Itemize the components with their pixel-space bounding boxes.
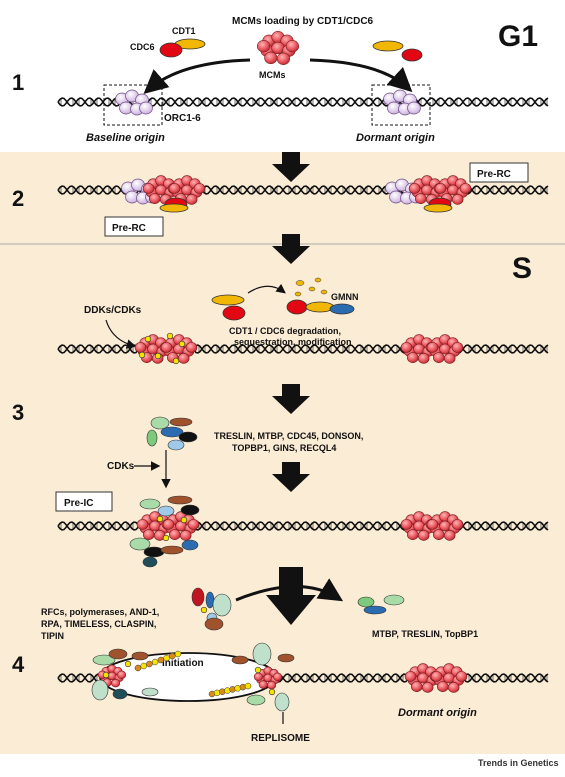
block-arrow-2	[272, 234, 310, 264]
firing-factors-cluster	[146, 416, 198, 451]
pre-ic-label: Pre-IC	[64, 498, 93, 509]
released-factors-label: MTBP, TRESLIN, TopBP1	[372, 629, 478, 639]
phase-s-label: S	[512, 252, 532, 285]
pre-rc-box-left	[104, 216, 164, 237]
step-4-number: 4	[12, 652, 25, 677]
dormant-origin-label-final: Dormant origin	[398, 707, 477, 719]
orc-label: ORC1-6	[164, 113, 201, 124]
cdc6-sequestered	[286, 299, 308, 315]
block-arrow-4	[272, 462, 310, 492]
initiation-label: Initiation	[162, 658, 204, 669]
degradation-arrow	[247, 283, 286, 294]
cdt1-protein-right	[372, 40, 404, 52]
degradation-text-1: CDT1 / CDC6 degradation,	[229, 326, 341, 336]
orc-complex-dormant	[383, 89, 421, 116]
cdks-label: CDKs	[107, 461, 135, 472]
mcm-double-hexamer-right	[408, 175, 472, 205]
cdt1-protein-s	[211, 294, 245, 306]
cdt1-on-prerc-left	[159, 203, 189, 213]
cdt1-sequestered	[305, 301, 335, 313]
ddks-arrow	[105, 319, 137, 349]
pre-rc-box-right	[469, 162, 529, 183]
firing-factors-text-1: TRESLIN, MTBP, CDC45, DONSON,	[214, 431, 363, 441]
baseline-origin-box	[103, 84, 163, 126]
block-arrow-5	[266, 567, 316, 625]
dormant-origin-box	[371, 84, 431, 126]
mcm-double-hexamer-dormant-pre-ic	[400, 511, 464, 541]
release-arrow	[235, 578, 344, 602]
released-factors	[357, 594, 405, 615]
replisome-left	[91, 648, 159, 701]
step-3-number: 3	[12, 400, 24, 425]
pre-ic-box	[55, 491, 113, 512]
step-1-number: 1	[12, 70, 24, 95]
replisome-factors-text-3: TIPIN	[41, 631, 64, 641]
loading-arrow-left	[143, 58, 251, 94]
cdt1-on-prerc-right	[423, 203, 453, 213]
mcm-double-hexamer-left	[142, 175, 206, 205]
cdc6-protein-s	[222, 305, 246, 321]
footer-label: Trends in Genetics	[478, 758, 559, 768]
step1-title: MCMs loading by CDT1/CDC6	[232, 16, 374, 27]
firing-factors-text-2: TOPBP1, GINS, RECQL4	[232, 443, 336, 453]
pre-ic-factors	[129, 495, 200, 568]
loading-arrow-right	[309, 58, 413, 93]
baseline-origin-label: Baseline origin	[86, 132, 165, 144]
block-arrow-3	[272, 384, 310, 414]
mcms-label: MCMs	[259, 70, 286, 80]
mcm-double-hexamer-dormant-s	[400, 334, 464, 364]
replisome-right	[231, 642, 295, 712]
mcm-double-hexamer-phospho	[134, 334, 198, 364]
replisome-label: REPLISOME	[251, 733, 310, 744]
orc-complex-baseline	[115, 89, 153, 116]
degraded-fragments	[294, 277, 328, 297]
replisome-factors-cluster	[191, 587, 232, 631]
band-step3	[0, 244, 565, 579]
cdc6-protein-right	[401, 48, 423, 62]
cdc6-protein	[159, 42, 183, 58]
polymerase-chain-left	[134, 650, 182, 672]
phosphorylation-dots	[138, 332, 186, 365]
pre-rc-label-right: Pre-RC	[477, 169, 511, 180]
step-2-number: 2	[12, 186, 24, 211]
gmnn-label: GMNN	[331, 292, 359, 302]
ddks-label: DDKs/CDKs	[84, 305, 142, 316]
polymerase-chain-right	[208, 682, 252, 698]
dormant-origin-label: Dormant origin	[356, 132, 435, 144]
mcm-complex-free	[257, 31, 300, 65]
cdt1-label: CDT1	[172, 26, 196, 36]
pre-rc-label-left: Pre-RC	[112, 223, 146, 234]
block-arrow-1	[272, 152, 310, 182]
phase-g1-label: G1	[498, 20, 538, 53]
mcm-double-hexamer-dormant-final	[404, 663, 468, 693]
cdc6-label: CDC6	[130, 42, 155, 52]
degradation-text-2: sequestration, modification	[234, 337, 352, 347]
gmnn-protein	[329, 303, 355, 315]
replisome-factors-text-2: RPA, TIMELESS, CLASPIN,	[41, 619, 156, 629]
replisome-factors-text-1: RFCs, polymerases, AND-1,	[41, 607, 159, 617]
